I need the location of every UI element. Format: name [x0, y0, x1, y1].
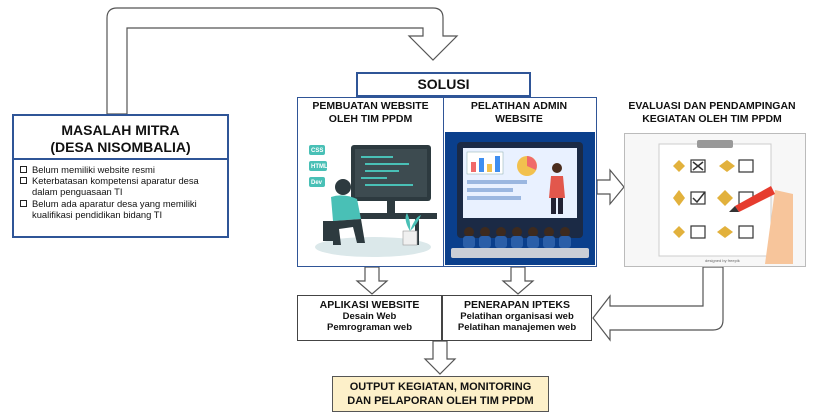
aplikasi-box: APLIKASI WEBSITE Desain Web Pemrograman …: [297, 295, 442, 341]
credit-text: designed by freepik: [705, 258, 740, 263]
masalah-list-box: Belum memiliki website resmi Keterbatasa…: [12, 160, 229, 238]
list-item: Belum ada aparatur desa yang memiliki ku…: [20, 198, 223, 220]
svg-text:CSS: CSS: [311, 148, 323, 154]
column-divider: [443, 97, 444, 267]
output-line: OUTPUT KEGIATAN, MONITORING: [349, 381, 532, 393]
masalah-list: Belum memiliki website resmi Keterbatasa…: [14, 160, 227, 220]
checkbox-icon: [20, 199, 27, 207]
list-item: Keterbatasan kompetensi aparatur desa da…: [20, 175, 223, 197]
heading-line: KEGIATAN OLEH TIM PPDM: [642, 113, 782, 125]
solusi-col2-heading: PELATIHAN ADMIN WEBSITE: [444, 100, 594, 126]
penerapan-box: PENERAPAN IPTEKS Pelatihan organisasi we…: [442, 295, 592, 341]
down-arrow-1: [355, 266, 389, 295]
down-arrow-output: [423, 340, 457, 375]
aplikasi-line: Desain Web: [342, 311, 397, 322]
right-arrow: [596, 168, 625, 206]
aplikasi-title: APLIKASI WEBSITE: [319, 299, 420, 311]
heading-line: PELATIHAN ADMIN: [470, 100, 568, 112]
evaluation-illustration: designed by freepik: [624, 133, 806, 267]
aplikasi-line: Pemrograman web: [327, 322, 412, 333]
list-item-text: Belum memiliki website resmi: [32, 164, 155, 175]
training-illustration: [445, 132, 595, 265]
list-item-text: Belum ada aparatur desa yang memiliki ku…: [32, 197, 197, 220]
masalah-title: MASALAH MITRA: [61, 122, 180, 138]
solusi-title: SOLUSI: [356, 72, 531, 97]
svg-text:Dev: Dev: [311, 180, 323, 186]
heading-line: OLEH TIM PPDM: [328, 113, 413, 125]
heading-line: PEMBUATAN WEBSITE: [312, 100, 429, 112]
svg-text:HTML: HTML: [311, 164, 328, 170]
output-box: OUTPUT KEGIATAN, MONITORING DAN PELAPORA…: [332, 376, 549, 412]
down-arrow-2: [501, 266, 535, 295]
list-item-text: Keterbatasan kompetensi aparatur desa da…: [32, 175, 199, 198]
penerapan-line: Pelatihan manajemen web: [457, 322, 577, 333]
penerapan-line: Pelatihan organisasi web: [460, 311, 574, 322]
heading-line: EVALUASI DAN PENDAMPINGAN: [628, 100, 796, 112]
solusi-col1-heading: PEMBUATAN WEBSITE OLEH TIM PPDM: [297, 100, 444, 126]
checkbox-icon: [20, 177, 27, 185]
checklist-illustration: designed by freepik: [625, 134, 805, 266]
loop-arrow: [106, 7, 459, 115]
solusi-frame: [297, 97, 597, 267]
evaluasi-heading: EVALUASI DAN PENDAMPINGAN KEGIATAN OLEH …: [613, 100, 811, 126]
list-item: Belum memiliki website resmi: [20, 164, 223, 175]
output-line: DAN PELAPORAN OLEH TIM PPDM: [347, 395, 534, 407]
feedback-arrow: [592, 266, 724, 342]
checkbox-icon: [20, 166, 27, 173]
masalah-subtitle: (DESA NISOMBALIA): [50, 139, 191, 155]
web-developer-illustration: CSS HTML Dev: [303, 135, 440, 263]
penerapan-title: PENERAPAN IPTEKS: [464, 299, 570, 311]
heading-line: WEBSITE: [495, 113, 543, 125]
masalah-title-box: MASALAH MITRA (DESA NISOMBALIA): [12, 114, 229, 160]
